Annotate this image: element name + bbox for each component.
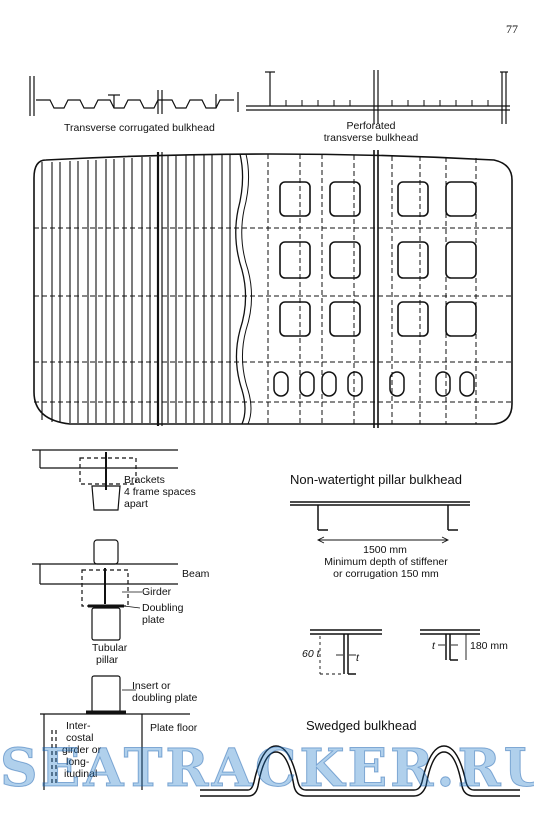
label-min-depth-1: Minimum depth of stiffener [324, 556, 448, 568]
swedged-bulkhead-section [200, 745, 520, 797]
pillar-bulkhead-plan [290, 501, 470, 544]
label-intercostal-4: long- [66, 756, 90, 768]
label-tubular-2: pillar [96, 654, 119, 666]
label-doubling-1: Doubling [142, 602, 184, 614]
watermark-logo: SEATRACKER.RU [0, 738, 534, 800]
label-intercostal-3: girder or [62, 744, 102, 756]
label-insert-2: doubling plate [132, 692, 198, 704]
label-60t: 60 t [302, 648, 320, 660]
label-tubular-1: Tubular [92, 642, 128, 654]
label-brackets-3: apart [124, 498, 148, 510]
label-perforated-2: transverse bulkhead [323, 132, 419, 144]
stiffener-section-180 [420, 629, 480, 661]
title-non-watertight: Non-watertight pillar bulkhead [290, 472, 462, 487]
label-1500-mm: 1500 mm [363, 544, 407, 556]
label-intercostal-5: itudinal [64, 768, 98, 780]
corrugated-plan-view [29, 76, 239, 116]
perforated-plan-view [246, 70, 510, 124]
tubular-pillar-detail [32, 539, 178, 641]
label-intercostal-2: costal [66, 732, 94, 744]
title-swedged-bulkhead: Swedged bulkhead [306, 718, 417, 733]
label-min-depth-2: or corrugation 150 mm [333, 568, 439, 580]
label-doubling-2: plate [142, 614, 165, 626]
label-brackets-1: Brackets [124, 474, 165, 486]
page-number: 77 [506, 22, 518, 36]
bulkhead-elevation [33, 150, 513, 428]
plate-floor-detail [40, 675, 190, 790]
label-brackets-2: 4 frame spaces [124, 486, 196, 498]
label-corrugated-bulkhead: Transverse corrugated bulkhead [64, 122, 215, 134]
label-180-mm: 180 mm [470, 640, 508, 652]
label-plate-floor: Plate floor [150, 722, 198, 734]
label-intercostal-1: Inter- [66, 720, 91, 732]
label-t-a: t [356, 652, 359, 664]
label-t-b: t [432, 640, 435, 652]
label-girder: Girder [142, 586, 172, 598]
bracket-detail [32, 449, 178, 511]
label-insert-1: Insert or [132, 680, 171, 692]
label-perforated-1: Perforated [346, 120, 396, 132]
stiffener-section-60t [310, 629, 382, 675]
label-beam: Beam [182, 568, 210, 580]
